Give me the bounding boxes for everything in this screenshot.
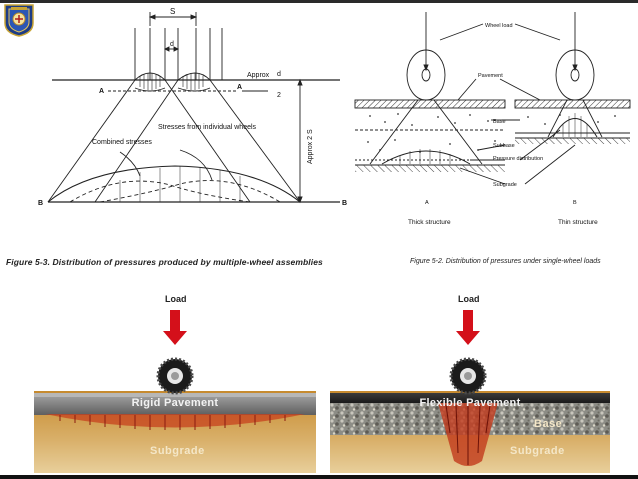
label-base: Base (493, 119, 506, 125)
label-thick-structure: Thick structure (408, 219, 451, 226)
label-a-left: A (99, 88, 104, 95)
label-b-left: B (38, 200, 43, 207)
load-label-flexible: Load (458, 294, 480, 304)
caption-single-wheel: Figure 5-2. Distribution of pressures un… (410, 258, 601, 265)
label-d: d (170, 41, 174, 48)
label-b-right: B (342, 200, 347, 207)
label-individual-stresses: Stresses from individual wheels (158, 124, 257, 131)
flexible-pavement-panel (330, 310, 610, 473)
multiple-wheel-labels: S d A A Approx d 2 Approx 2 S B B Combin… (38, 7, 347, 207)
pressure-distribution-diagrams: S d A A Approx d 2 Approx 2 S B B Combin… (0, 0, 638, 280)
label-d-numerator: d (277, 71, 281, 78)
label-s: S (170, 7, 175, 16)
multiple-wheel-figure (48, 12, 340, 202)
label-approx-2s: Approx 2 S (307, 129, 314, 164)
down-arrow-icon (456, 310, 480, 345)
label-pressure-distribution: Pressure distribution (493, 156, 543, 162)
single-wheel-labels: Wheel load Pavement Base Subbase Pressur… (408, 23, 598, 226)
label-approx-d: Approx (247, 72, 270, 79)
flexible-base-label: Base (534, 418, 562, 430)
down-arrow-icon (163, 310, 187, 345)
label-pavement: Pavement (478, 73, 503, 79)
label-combined-stresses: Combined stresses (92, 139, 152, 146)
label-a-right: A (237, 84, 242, 91)
label-thin-structure: Thin structure (558, 219, 598, 226)
tire-icon (451, 359, 485, 393)
flexible-subgrade-label: Subgrade (510, 445, 565, 457)
label-a: A (425, 200, 429, 206)
label-d-denominator: 2 (277, 92, 281, 99)
caption-multiple-wheel: Figure 5-3. Distribution of pressures pr… (6, 257, 323, 267)
tire-icon (158, 359, 192, 393)
label-wheel-load: Wheel load (485, 23, 513, 29)
rigid-subgrade-label: Subgrade (150, 445, 205, 457)
rigid-pavement-title: Rigid Pavement (34, 397, 316, 409)
load-label-rigid: Load (165, 294, 187, 304)
label-subgrade: Subgrade (493, 182, 517, 188)
flexible-pavement-title: Flexible Pavement (330, 397, 610, 409)
label-subbase: Subbase (493, 143, 515, 149)
label-b: B (573, 200, 577, 206)
